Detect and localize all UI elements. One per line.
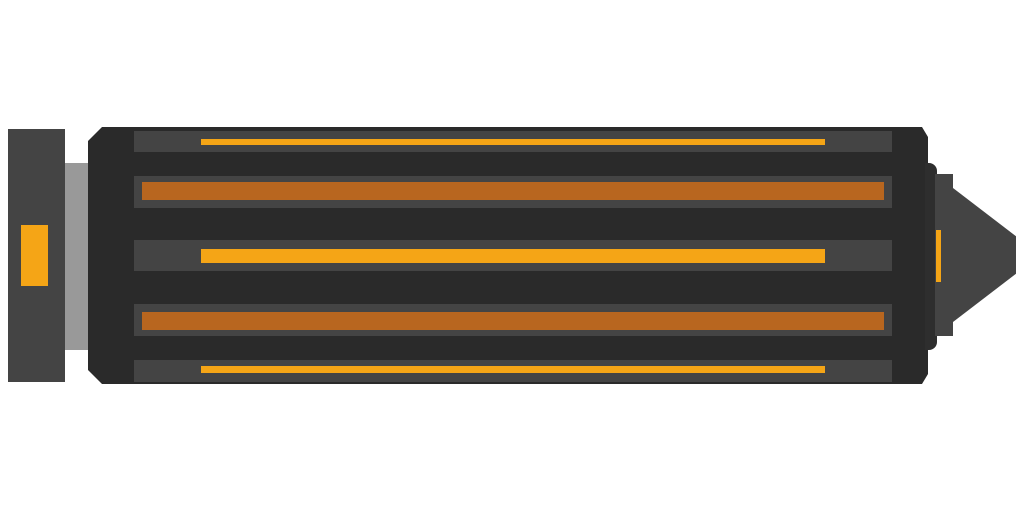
yellow-light-strip	[201, 249, 825, 263]
nozzle-mount	[935, 174, 953, 336]
orange-light-strip	[142, 312, 884, 330]
rear-indicator-light	[936, 230, 941, 282]
left-indicator-light	[21, 225, 48, 286]
rear-ring	[925, 163, 937, 350]
orange-light-strip	[142, 182, 884, 200]
yellow-light-strip	[201, 139, 825, 145]
nozzle-cone	[953, 188, 1016, 322]
yellow-light-strip	[201, 366, 825, 373]
